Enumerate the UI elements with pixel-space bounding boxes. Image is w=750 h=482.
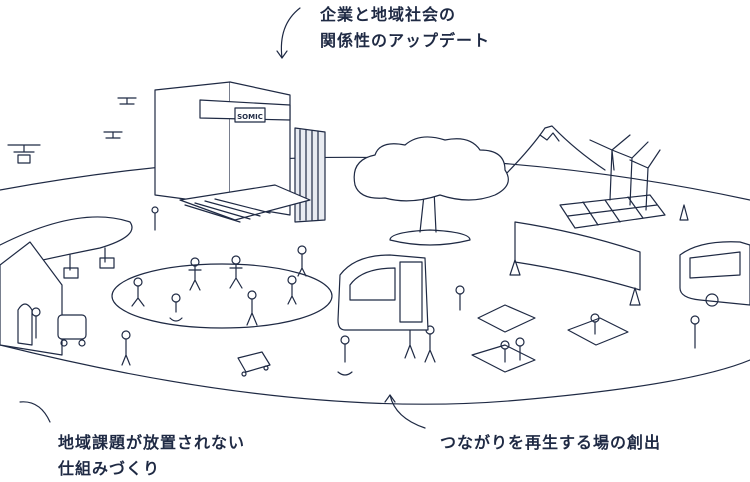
callout-arrow-right [389,394,426,429]
callout-arrowhead-top [276,50,288,59]
delivery-robot [57,314,87,347]
wind-turbines [589,134,661,211]
solar-panels [559,194,666,229]
callout-arrowhead-right [384,394,396,403]
caption-local-issues: 地域課題が放置されない 仕組みづくり [58,430,245,482]
big-tree [353,136,509,246]
food-truck [679,241,750,307]
caption-top-line2: 関係性のアップデート [320,31,491,50]
banner-screen [514,221,641,291]
caption-right-line1: つながりを再生する場の創出 [440,433,662,452]
callout-arrow-left [19,401,51,423]
caption-company-community: 企業と地域社会の 関係性のアップデート [320,2,490,54]
traffic-cones [509,204,689,306]
somic-building [154,81,326,223]
callout-arrow-top [280,7,301,59]
autonomous-bus [337,254,429,331]
caption-left-line2: 仕組みづくり [58,459,161,478]
mount-fuji [499,125,606,181]
caption-connection-place: つながりを再生する場の創出 [440,430,661,456]
drones [7,97,137,164]
picnic-mats [471,304,629,373]
sports-field [111,263,333,329]
building-sign: SOMIC [237,113,263,121]
house [0,241,63,356]
cart [237,351,271,377]
caption-left-line1: 地域課題が放置されない [58,433,246,452]
caption-top-line1: 企業と地域社会の [320,5,457,24]
